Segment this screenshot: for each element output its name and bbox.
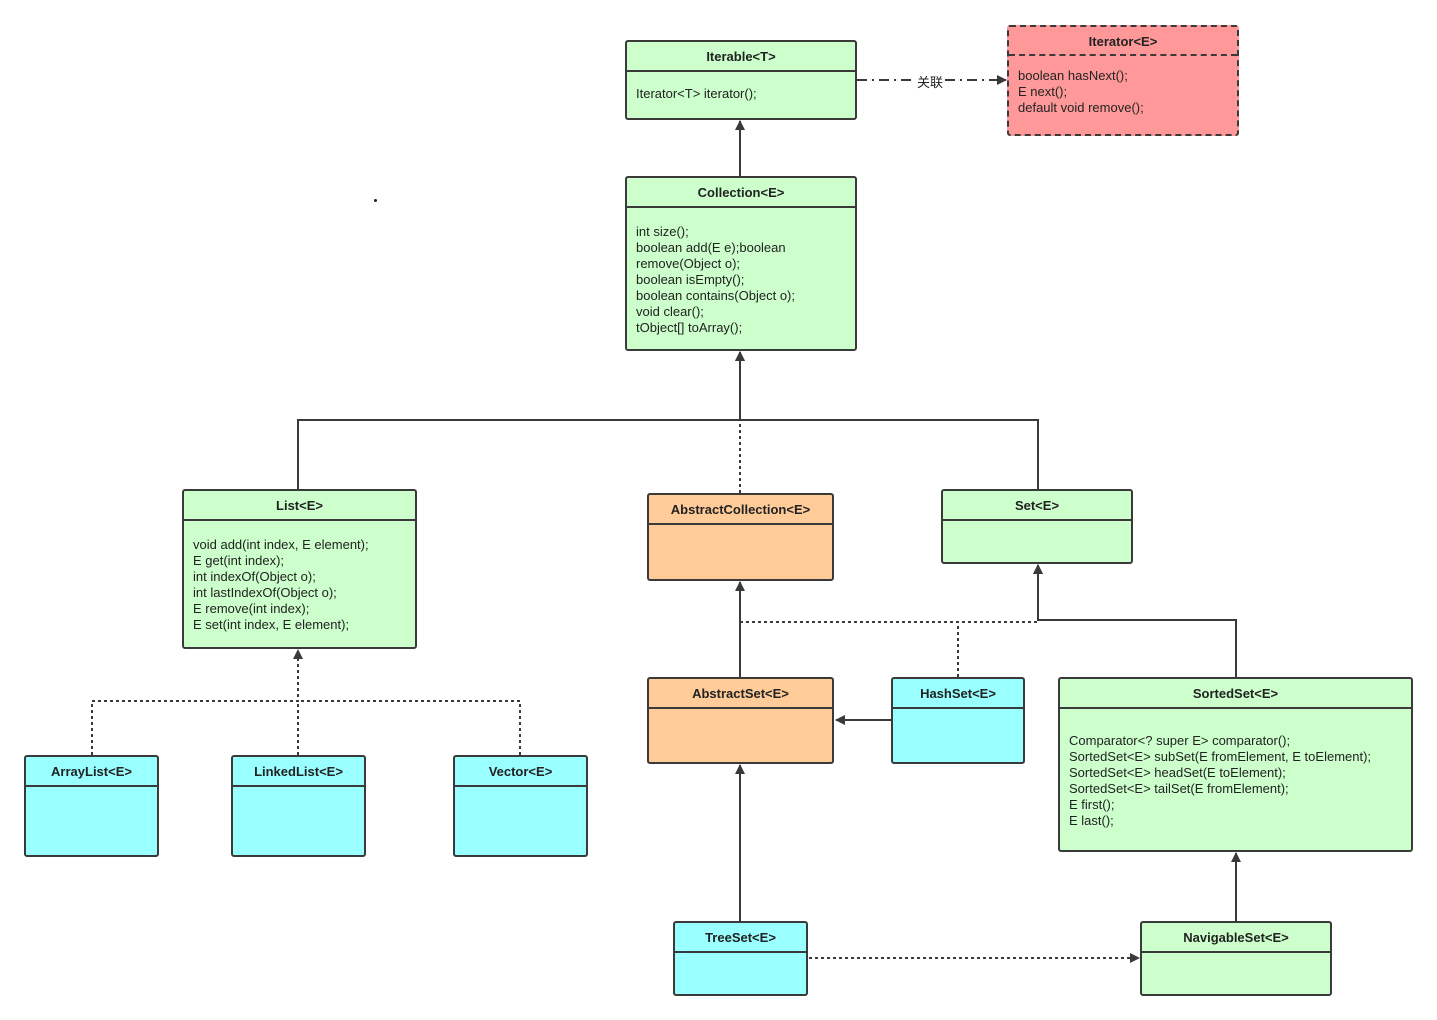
method-line: SortedSet<E> tailSet(E fromElement); [1069,781,1289,796]
array-list-title: ArrayList<E> [26,757,157,787]
iterable-title: Iterable<T> [627,42,855,72]
edge-sortedset-set [1033,564,1237,677]
method-line: E set(int index, E element); [193,617,350,632]
set-box[interactable]: Set<E> [941,489,1133,564]
vector-box[interactable]: Vector<E> [453,755,588,857]
method-line: Comparator<? super E> comparator(); [1069,733,1291,748]
method-line: remove(Object o); [636,256,741,271]
iterable-box[interactable]: Iterable<T> Iterator<T> iterator(); [625,40,857,120]
list-title: List<E> [184,491,415,521]
method-line: E get(int index); [193,553,285,568]
array-list-box[interactable]: ArrayList<E> [24,755,159,857]
method-line: boolean add(E e);boolean [636,240,786,255]
collection-methods: int size(); boolean add(E e);boolean rem… [627,208,855,336]
method-line: boolean isEmpty(); [636,272,745,287]
iterator-box[interactable]: Iterator<E> boolean hasNext(); E next();… [1007,25,1239,136]
edge-arraylist-list [91,649,303,755]
method-line: E remove(int index); [193,601,310,616]
method-line: E last(); [1069,813,1114,828]
iterable-methods: Iterator<T> iterator(); [627,72,855,102]
hash-set-box[interactable]: HashSet<E> [891,677,1025,764]
edge-vector-list [298,700,521,755]
method-line: tObject[] toArray(); [636,320,743,335]
linked-list-box[interactable]: LinkedList<E> [231,755,366,857]
method-line: int indexOf(Object o); [193,569,316,584]
tree-set-title: TreeSet<E> [675,923,806,953]
method-line: void add(int index, E element); [193,537,369,552]
sorted-set-box[interactable]: SortedSet<E> Comparator<? super E> compa… [1058,677,1413,852]
hash-set-title: HashSet<E> [893,679,1023,709]
method-line: void clear(); [636,304,704,319]
method-line: E next(); [1018,84,1068,99]
stray-dot [374,199,377,202]
sorted-set-methods: Comparator<? super E> comparator(); Sort… [1060,709,1411,829]
abstract-collection-title: AbstractCollection<E> [649,495,832,525]
method-line: SortedSet<E> headSet(E toElement); [1069,765,1286,780]
method-line: SortedSet<E> subSet(E fromElement, E toE… [1069,749,1372,764]
set-title: Set<E> [943,491,1131,521]
method-line: E first(); [1069,797,1115,812]
method-line: boolean contains(Object o); [636,288,795,303]
vector-title: Vector<E> [455,757,586,787]
abstract-set-title: AbstractSet<E> [649,679,832,709]
edge-set-collection [740,419,1039,489]
tree-set-box[interactable]: TreeSet<E> [673,921,808,996]
method-line: int lastIndexOf(Object o); [193,585,337,600]
edge-list-collection [297,351,745,489]
method-line: default void remove(); [1018,100,1144,115]
linked-list-title: LinkedList<E> [233,757,364,787]
collection-title: Collection<E> [627,178,855,208]
method-line: Iterator<T> iterator(); [636,86,757,101]
abstract-set-box[interactable]: AbstractSet<E> [647,677,834,764]
navigable-set-box[interactable]: NavigableSet<E> [1140,921,1332,996]
list-box[interactable]: List<E> void add(int index, E element); … [182,489,417,649]
collection-box[interactable]: Collection<E> int size(); boolean add(E … [625,176,857,351]
association-label: 关联 [915,72,946,91]
method-line: int size(); [636,224,689,239]
abstract-collection-box[interactable]: AbstractCollection<E> [647,493,834,581]
list-methods: void add(int index, E element); E get(in… [184,521,415,633]
sorted-set-title: SortedSet<E> [1060,679,1411,709]
iterator-title: Iterator<E> [1009,27,1237,56]
method-line: boolean hasNext(); [1018,68,1128,83]
navigable-set-title: NavigableSet<E> [1142,923,1330,953]
iterator-methods: boolean hasNext(); E next(); default voi… [1009,56,1237,116]
